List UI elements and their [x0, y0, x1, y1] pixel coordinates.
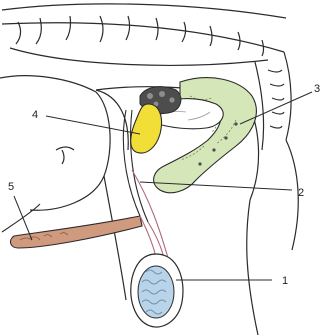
callout-5: 5	[8, 181, 14, 193]
leader-line-5	[14, 196, 32, 240]
callout-3: 3	[314, 83, 320, 95]
callout-4: 4	[32, 109, 38, 121]
testis	[131, 254, 183, 327]
bulbourethral-gland	[131, 104, 162, 153]
leader-line-4	[46, 116, 140, 134]
callout-2: 2	[298, 187, 304, 199]
penis	[2, 204, 142, 248]
callout-1: 1	[282, 275, 288, 287]
